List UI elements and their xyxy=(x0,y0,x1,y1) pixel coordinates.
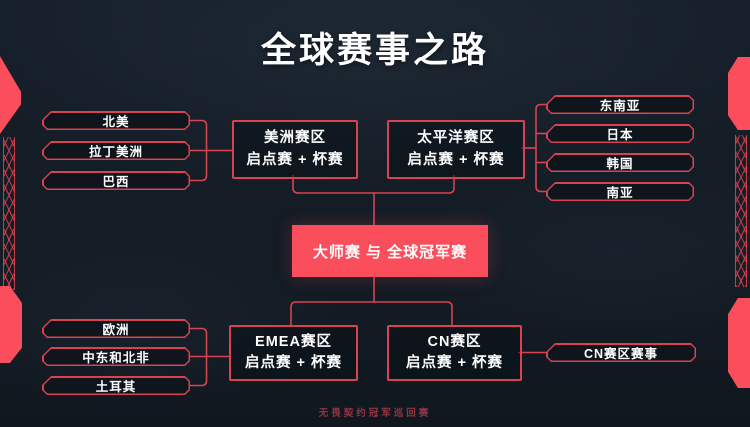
region-box-pacific: 太平洋赛区 启点赛 + 杯赛 xyxy=(387,120,525,179)
box-europe: 欧洲 xyxy=(42,319,190,338)
box-southeast-asia: 东南亚 xyxy=(546,95,694,114)
footer-text: 无畏契约冠军巡回赛 xyxy=(318,408,432,419)
decor-right-top-shape xyxy=(728,57,750,130)
box-cn-events: CN赛区赛事 xyxy=(546,343,696,362)
box-turkey: 土耳其 xyxy=(42,376,190,395)
decor-right-lattice xyxy=(735,135,747,287)
box-latin-america: 拉丁美洲 xyxy=(42,141,190,160)
box-north-america: 北美 xyxy=(42,111,190,130)
region-box-cn: CN赛区 启点赛 + 杯赛 xyxy=(387,325,522,381)
decor-left-lattice xyxy=(3,137,15,290)
box-mena: 中东和北非 xyxy=(42,347,190,366)
box-japan: 日本 xyxy=(546,124,694,143)
box-south-asia: 南亚 xyxy=(546,182,694,201)
page-title: 全球赛事之路 xyxy=(260,31,489,70)
region-box-americas: 美洲赛区 启点赛 + 杯赛 xyxy=(232,120,358,179)
decor-left-bottom-shape xyxy=(0,286,22,363)
decor-right-bottom-shape xyxy=(728,298,750,388)
region-box-emea: EMEA赛区 启点赛 + 杯赛 xyxy=(229,325,358,381)
box-korea: 韩国 xyxy=(546,153,694,172)
box-brazil: 巴西 xyxy=(42,171,190,190)
masters-champions-box: 大师赛 与 全球冠军赛 xyxy=(292,225,488,277)
